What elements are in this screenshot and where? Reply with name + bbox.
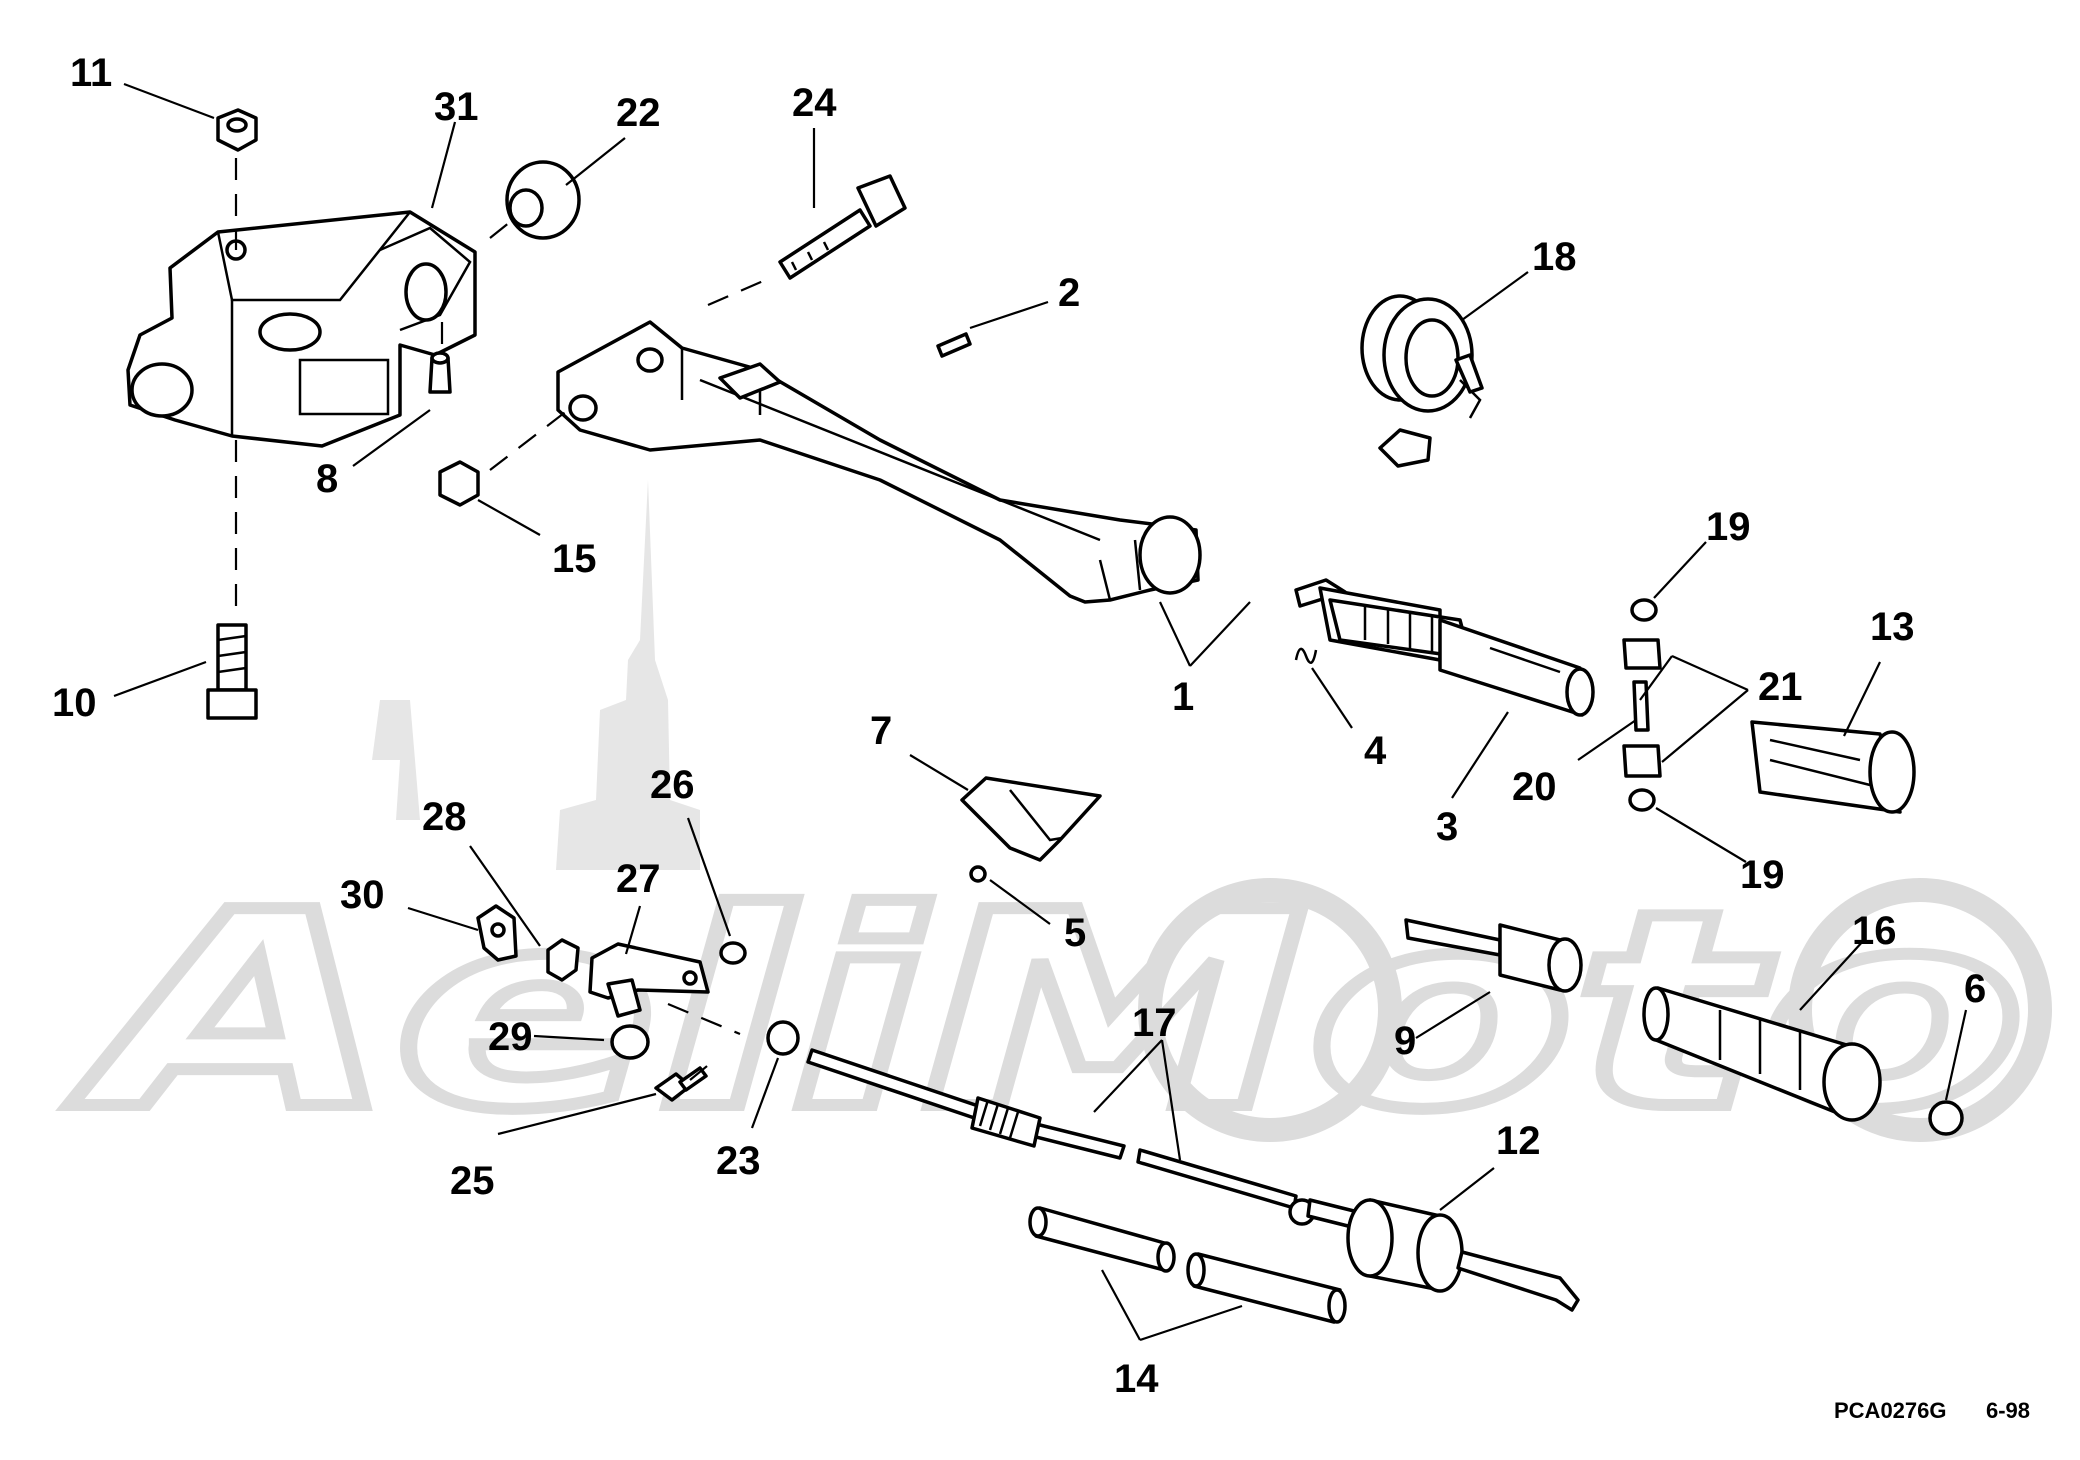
callouts: 11 31 22 24 2 18 8 15 10 1 4 3 19 21 20 …	[52, 51, 1986, 1401]
part-1-tiller-arm	[556, 320, 1202, 604]
part-20-pin	[1632, 680, 1650, 732]
callout-8: 8	[316, 457, 338, 501]
watermark-tower	[372, 700, 420, 820]
callout-6: 6	[1964, 967, 1986, 1011]
part-30-bracket	[476, 904, 518, 962]
callout-30: 30	[340, 873, 385, 917]
callout-16: 16	[1852, 909, 1897, 953]
callout-11: 11	[70, 51, 112, 95]
callout-1: 1	[1172, 675, 1194, 719]
part-13-grip-insert	[1750, 720, 1916, 814]
callout-4: 4	[1364, 729, 1387, 773]
part-11-nut	[216, 108, 258, 152]
part-21-block-bottom	[1622, 744, 1662, 778]
callout-17: 17	[1132, 1001, 1177, 1045]
part-7-cover	[960, 776, 1102, 862]
footer: PCA0276G 6-98	[1834, 1398, 2030, 1423]
callout-23: 23	[716, 1139, 761, 1183]
part-17-cable	[806, 1048, 1360, 1230]
callout-22: 22	[616, 91, 661, 135]
part-10-bolt	[206, 623, 258, 720]
part-14-sleeve-upper	[1028, 1206, 1176, 1273]
part-12-cable-end	[1346, 1198, 1580, 1312]
drawing-date: 6-98	[1986, 1398, 2030, 1423]
part-14-sleeve-lower	[1186, 1252, 1347, 1324]
part-28-nut	[546, 938, 580, 982]
part-19-bushing-bottom	[1628, 788, 1656, 812]
part-9-switch	[1404, 918, 1583, 993]
callout-29: 29	[488, 1015, 533, 1059]
callout-20: 20	[1512, 765, 1557, 809]
part-5-screw	[969, 865, 987, 883]
part-22-bushing	[505, 160, 581, 240]
callout-12: 12	[1496, 1119, 1541, 1163]
part-27-link	[588, 942, 710, 1018]
callout-19-bottom: 19	[1740, 853, 1785, 897]
callout-28: 28	[422, 795, 467, 839]
callout-14: 14	[1114, 1357, 1159, 1401]
callout-7: 7	[870, 709, 892, 753]
leader-lines	[113, 82, 1968, 1342]
part-18-throttle-collar	[1360, 294, 1484, 468]
callout-18: 18	[1532, 235, 1577, 279]
part-29-nut	[610, 1024, 650, 1060]
callout-21: 21	[1758, 665, 1803, 709]
callout-13: 13	[1870, 605, 1915, 649]
part-3-throttle-shaft	[1294, 578, 1595, 717]
part-25-screw	[654, 1066, 708, 1102]
part-4-spring	[1294, 647, 1318, 664]
callout-19-top: 19	[1706, 505, 1751, 549]
part-26-washer	[719, 941, 747, 965]
drawing-code: PCA0276G	[1834, 1398, 1947, 1423]
callout-26: 26	[650, 763, 695, 807]
callout-5: 5	[1064, 911, 1086, 955]
callout-15: 15	[552, 537, 597, 581]
callout-3: 3	[1436, 805, 1458, 849]
callout-9: 9	[1394, 1019, 1416, 1063]
callout-27: 27	[616, 857, 661, 901]
callout-10: 10	[52, 681, 97, 725]
watermark-wheel-left	[1138, 878, 1402, 1142]
part-15-nut	[438, 460, 480, 507]
watermark-spire	[556, 480, 700, 870]
part-21-block-top	[1622, 638, 1662, 670]
part-2-pin	[936, 332, 972, 358]
part-31-bracket	[126, 210, 477, 448]
callout-2: 2	[1058, 271, 1080, 315]
part-19-bushing-top	[1630, 598, 1658, 622]
part-23-nut	[766, 1020, 800, 1056]
part-24-bolt	[778, 174, 907, 280]
part-16-grip	[1642, 986, 1882, 1122]
part-6-cap	[1928, 1100, 1964, 1136]
callout-31: 31	[434, 85, 479, 129]
assembly-lines	[234, 158, 771, 1081]
callout-25: 25	[450, 1159, 495, 1203]
callout-24: 24	[792, 81, 837, 125]
part-8-grease-fitting	[428, 351, 452, 394]
